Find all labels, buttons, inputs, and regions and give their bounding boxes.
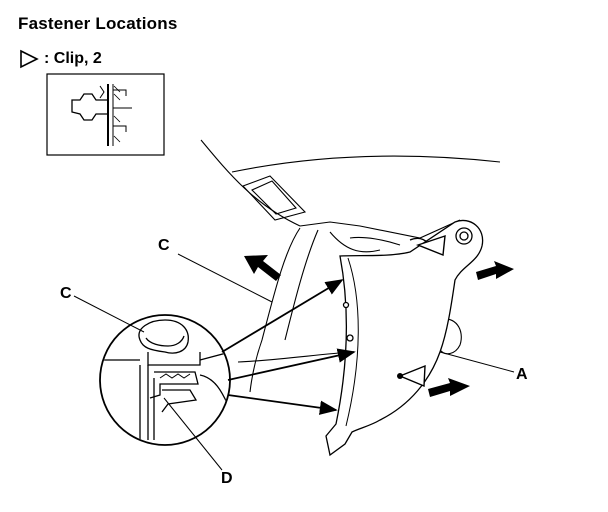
clip-detail-inset [46,73,165,156]
callout-c-lower: C [60,285,72,302]
callout-pointers [73,253,515,471]
side-trim-panel [325,219,484,457]
arrow-right-upper-icon [476,261,514,280]
removal-direction-arrows [244,255,514,397]
clip-triangle-icon [20,49,39,69]
clip-marker-upper-icon [415,234,446,256]
legend: : Clip, 2 [18,49,102,69]
clip-marker-lower-icon [398,364,426,388]
callout-a: A [516,366,528,383]
callout-d: D [221,470,233,487]
clip-markers [397,234,446,388]
leader-lines [221,279,356,415]
callout-c-upper: C [158,237,170,254]
arrow-right-lower-icon [428,378,470,397]
arrow-upper-left-icon [244,255,281,281]
legend-label: : Clip, 2 [44,50,102,67]
magnified-detail [99,314,231,446]
diagram-title: Fastener Locations [18,14,178,33]
